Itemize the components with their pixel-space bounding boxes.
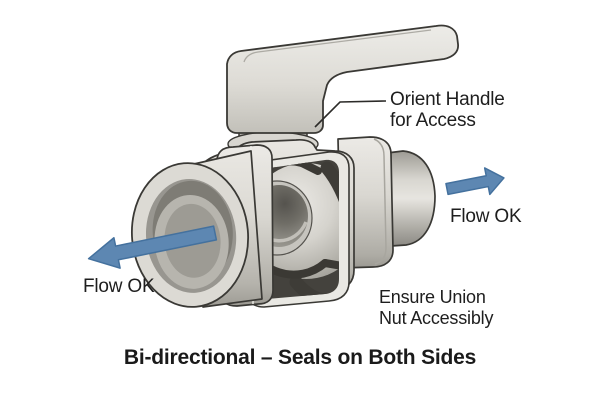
right-union-nut-edge (373, 138, 387, 265)
seal-ring-tabs (298, 159, 339, 270)
diagram-caption: Bi-directional – Seals on Both Sides (123, 346, 477, 369)
orient-handle-label-line1: Orient Handle (390, 89, 505, 110)
union-nut-label-line1: Ensure Union (379, 287, 486, 307)
leader-line (314, 100, 387, 128)
orient-handle-label-line2: for Access (390, 110, 476, 131)
union-nut-label-line2: Nut Accessibly (379, 308, 494, 328)
flow-ok-right-label: Flow OK (450, 206, 522, 227)
flow-arrow-left-icon (87, 225, 218, 269)
handle-top-edge (243, 29, 432, 63)
valve-handle (226, 24, 459, 134)
union-nut-label: Ensure Union Nut Accessibly (379, 287, 493, 329)
orient-handle-label: Orient Handle for Access (390, 89, 505, 131)
right-pipe-socket (386, 150, 436, 247)
flow-ok-left-label: Flow OK (83, 276, 155, 297)
flow-arrow-right-icon (445, 167, 505, 196)
